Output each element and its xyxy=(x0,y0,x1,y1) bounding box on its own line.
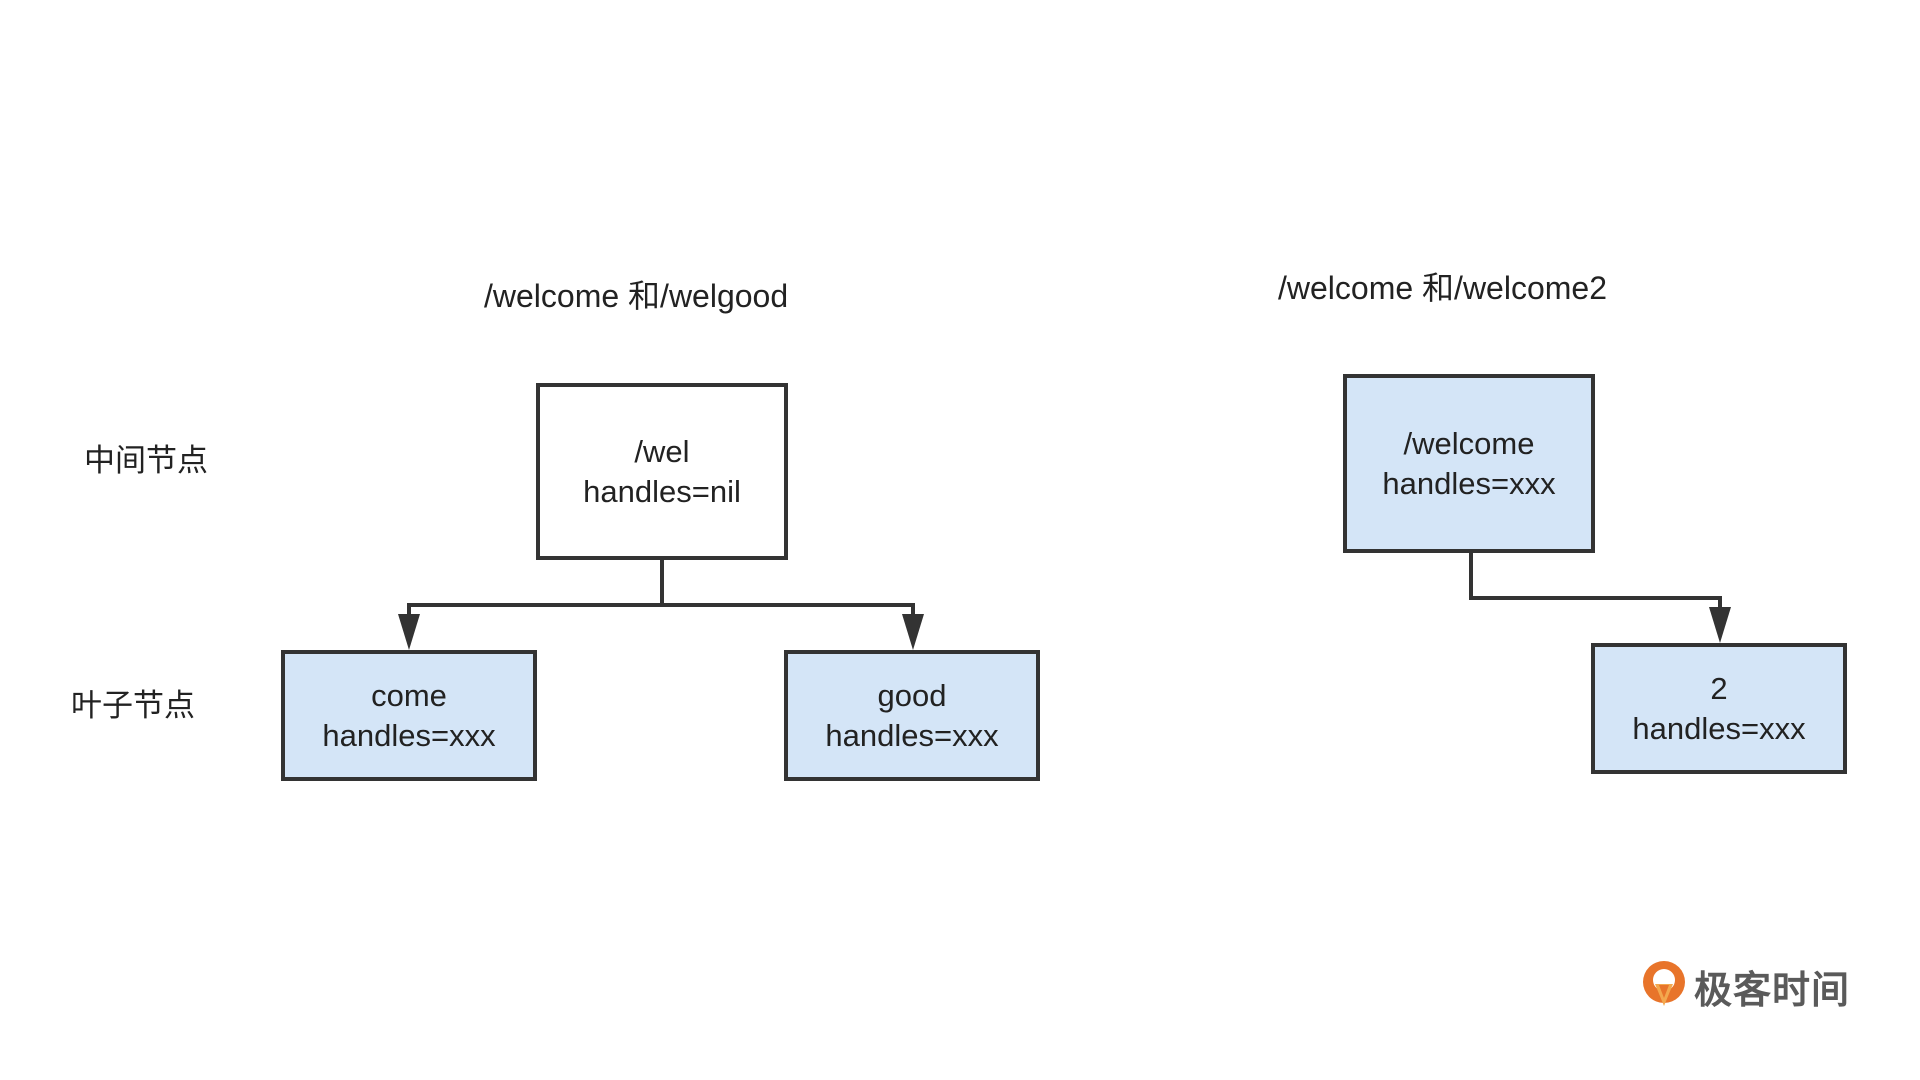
geektime-logo: 极客时间 xyxy=(1640,958,1850,1014)
node-come-handles: handles=xxx xyxy=(322,717,496,753)
connector-to-come xyxy=(407,603,662,626)
geektime-logo-icon xyxy=(1643,961,1685,1006)
caption-right: /welcome 和/welcome2 xyxy=(1278,270,1608,306)
node-good-handles: handles=xxx xyxy=(825,717,999,753)
node-come: come handles=xxx xyxy=(281,650,537,781)
node-good: good handles=xxx xyxy=(784,650,1040,781)
node-welcome: /welcome handles=xxx xyxy=(1343,374,1595,553)
arrowhead-come xyxy=(398,614,420,650)
node-2-handles: handles=xxx xyxy=(1632,710,1806,746)
connector-to-good xyxy=(662,603,915,626)
node-wel-handles: handles=nil xyxy=(583,473,741,509)
row-label-intermediate: 中间节点 xyxy=(84,443,208,478)
node-good-path: good xyxy=(877,677,947,713)
node-come-path: come xyxy=(371,677,447,713)
arrowhead-2 xyxy=(1709,607,1731,643)
arrowhead-good xyxy=(902,614,924,650)
row-label-leaf: 叶子节点 xyxy=(71,688,195,723)
connector-welcome-to-2 xyxy=(1469,553,1722,619)
node-welcome-handles: handles=xxx xyxy=(1382,465,1556,501)
logo-text: 极客时间 xyxy=(1694,967,1851,1012)
node-wel: /wel handles=nil xyxy=(536,383,788,560)
caption-left: /welcome 和/welgood xyxy=(484,278,789,314)
node-2: 2 handles=xxx xyxy=(1591,643,1847,774)
node-2-path: 2 xyxy=(1710,670,1728,706)
node-welcome-path: /welcome xyxy=(1403,425,1535,461)
node-wel-path: /wel xyxy=(634,433,690,469)
